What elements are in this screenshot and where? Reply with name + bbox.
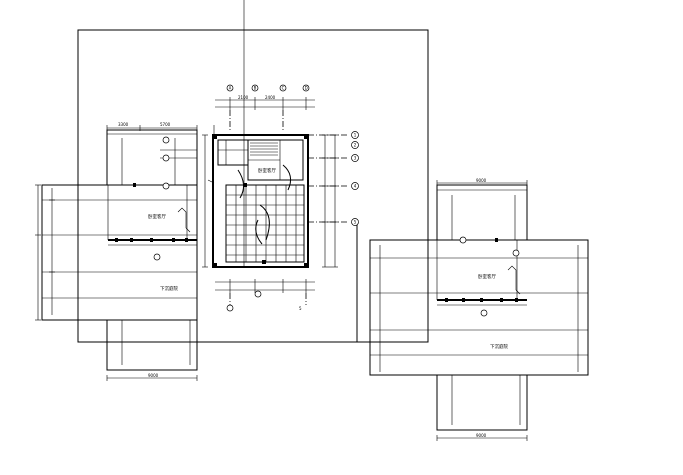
svg-text:9000: 9000 (476, 178, 487, 183)
right-upper-wing (437, 185, 527, 240)
right-big-room-label: 下沉庭院 (490, 343, 508, 350)
svg-text:1: 1 (354, 133, 357, 138)
right-lower-wing (437, 375, 527, 430)
svg-text:9000: 9000 (476, 433, 487, 438)
svg-text:9000: 9000 (148, 373, 159, 378)
svg-text:C: C (282, 86, 285, 91)
svg-text:3: 3 (354, 156, 357, 161)
left-big-room-label: 下沉庭院 (160, 285, 178, 292)
svg-text:5: 5 (354, 220, 357, 225)
svg-text:3300: 3300 (118, 122, 129, 127)
svg-text:B: B (254, 86, 257, 91)
right-building: 9000 9000 卧室客厅 下沉庭院 (370, 178, 588, 441)
svg-text:A: A (229, 86, 232, 91)
center-room-label: 卧室客厅 (258, 167, 276, 174)
left-lower-wing (107, 320, 197, 370)
left-main-block (42, 185, 197, 320)
axis-marker-a (226, 84, 234, 92)
tile-grid (226, 185, 304, 262)
svg-text:2400: 2400 (265, 95, 276, 100)
axis-marker-d (302, 84, 310, 92)
outer-frame (78, 30, 428, 342)
svg-text:2: 2 (354, 143, 357, 148)
svg-text:D: D (305, 86, 308, 91)
left-small-room-label: 卧室客厅 (148, 213, 166, 220)
svg-text:2100: 2100 (238, 95, 249, 100)
axis-marker-b (251, 84, 259, 92)
right-small-room-label: 卧室客厅 (478, 273, 496, 280)
svg-text:5: 5 (299, 306, 302, 311)
left-building: 3300 5700 9000 (35, 122, 197, 381)
svg-text:5700: 5700 (160, 122, 171, 127)
left-upper-wing (107, 130, 197, 185)
center-main-block (213, 135, 308, 267)
svg-text:4: 4 (354, 184, 357, 189)
axis-marker-c (279, 84, 287, 92)
center-building: A B C D 2100 2400 (202, 84, 359, 312)
